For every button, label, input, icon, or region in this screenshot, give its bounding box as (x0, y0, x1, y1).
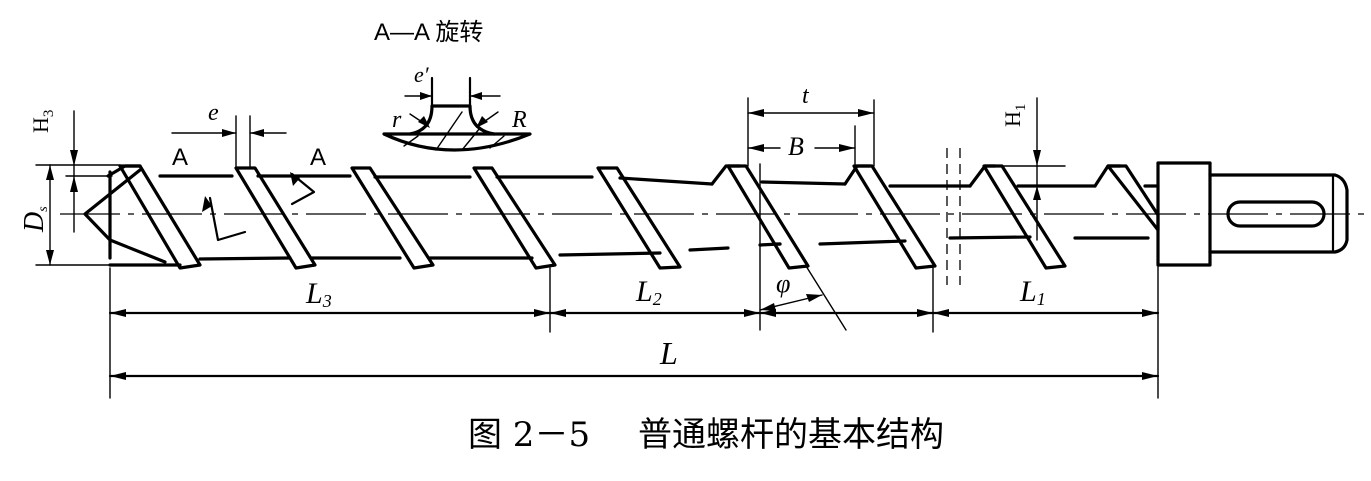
section-title: A—A 旋转 (374, 19, 483, 46)
dim-lengths (108, 264, 1160, 399)
section-mark-right: A (310, 144, 326, 171)
label-l3: L3 (305, 277, 332, 311)
label-l-total: L (659, 335, 678, 371)
section-mark-left: A (172, 144, 188, 171)
label-l1: L1 (1019, 275, 1046, 309)
dim-h3 (65, 110, 113, 233)
label-h3: H3 (28, 110, 57, 133)
label-h1: H1 (1000, 104, 1029, 127)
section-detail (382, 76, 532, 152)
keyway-slot (1226, 200, 1326, 228)
label-e: e (208, 100, 219, 126)
screw-body (83, 164, 1160, 267)
label-ds: Ds (19, 206, 51, 233)
label-R: R (511, 107, 527, 133)
dim-ds (35, 164, 121, 266)
label-t: t (802, 83, 810, 109)
dim-pitch (747, 97, 875, 167)
collar (1156, 161, 1212, 267)
figure-caption: 普通螺杆的基本结构 (638, 415, 944, 455)
dim-h1 (999, 97, 1066, 241)
screw-flights (118, 164, 1160, 270)
label-l2: L2 (635, 275, 662, 309)
shank-end (1208, 173, 1349, 254)
label-e-prime: e′ (414, 62, 430, 87)
drive-shank (1156, 161, 1349, 267)
dim-phi (759, 163, 847, 331)
section-markers (202, 172, 316, 242)
figure-number: 图 2－5 (468, 415, 590, 455)
label-B: B (788, 132, 804, 161)
dim-e (171, 115, 287, 169)
label-r: r (392, 107, 402, 133)
label-phi: φ (776, 269, 790, 298)
